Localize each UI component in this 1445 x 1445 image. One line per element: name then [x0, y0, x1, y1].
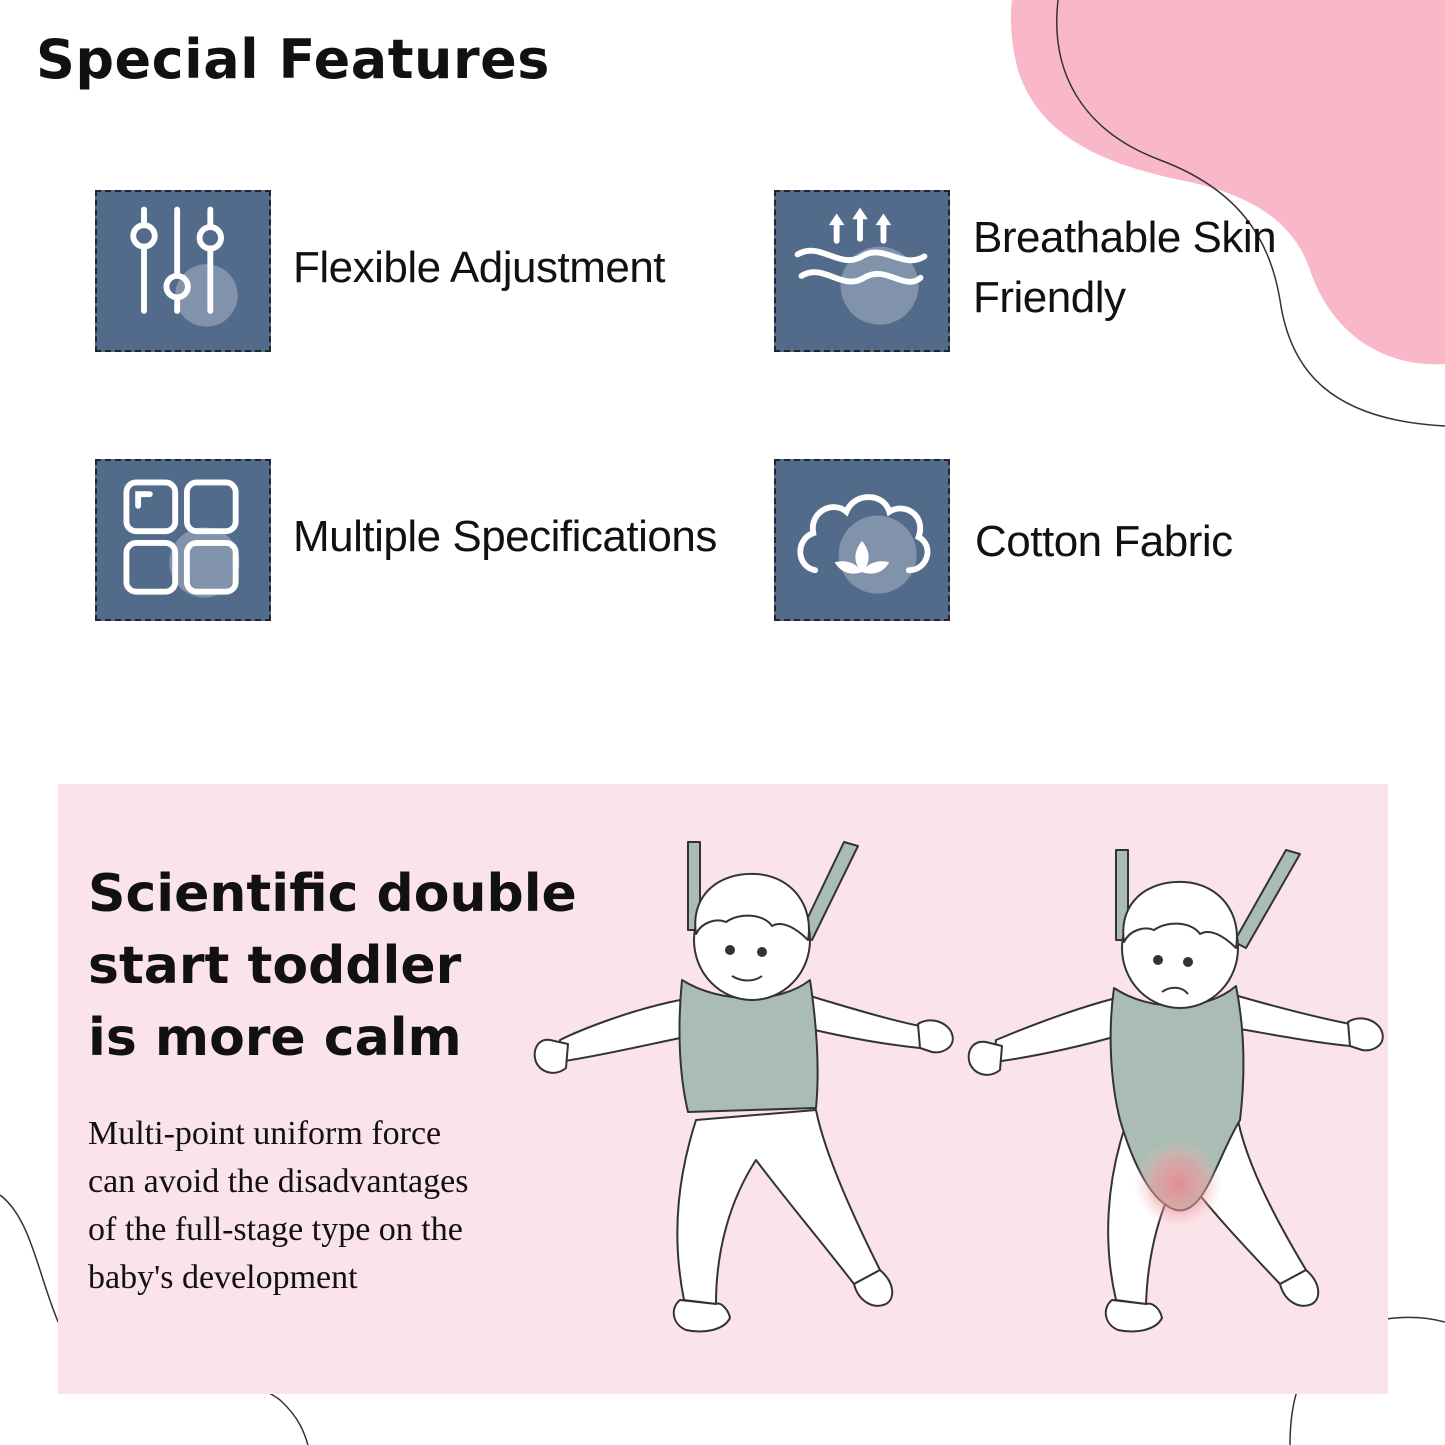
happy-toddler-figure — [533, 841, 954, 1333]
promo-description-line-3: of the full-stage type on the — [88, 1211, 463, 1248]
sliders-icon — [95, 190, 271, 352]
promo-heading-line-2: start toddler — [88, 936, 462, 996]
promo-description-line-2: can avoid the disadvantages — [88, 1163, 469, 1200]
page-title: Special Features — [36, 28, 550, 91]
promo-description-line-1: Multi-point uniform force — [88, 1115, 442, 1152]
breathable-waves-icon — [774, 190, 950, 352]
uncomfortable-toddler-figure — [967, 849, 1384, 1333]
feature-label-flexible-adjustment: Flexible Adjustment — [293, 243, 666, 292]
feature-label-breathable-skin-friendly: Breathable Skin Friendly — [973, 208, 1277, 328]
promo-heading-line-3: is more calm — [88, 1008, 462, 1068]
grid-squares-icon — [95, 459, 271, 621]
feature-label-multiple-specifications: Multiple Specifications — [293, 512, 717, 561]
promo-heading-line-1: Scientific double — [88, 864, 577, 924]
feature-label-line-1: Breathable Skin — [973, 213, 1277, 262]
promo-description-line-4: baby's development — [88, 1259, 358, 1296]
promo-heading: Scientific double start toddler is more … — [88, 858, 577, 1074]
cotton-flower-icon — [774, 459, 950, 621]
feature-label-line-2: Friendly — [973, 273, 1126, 322]
toddler-illustration — [533, 841, 1384, 1333]
promo-description: Multi-point uniform force can avoid the … — [88, 1110, 558, 1302]
feature-label-cotton-fabric: Cotton Fabric — [975, 517, 1233, 566]
